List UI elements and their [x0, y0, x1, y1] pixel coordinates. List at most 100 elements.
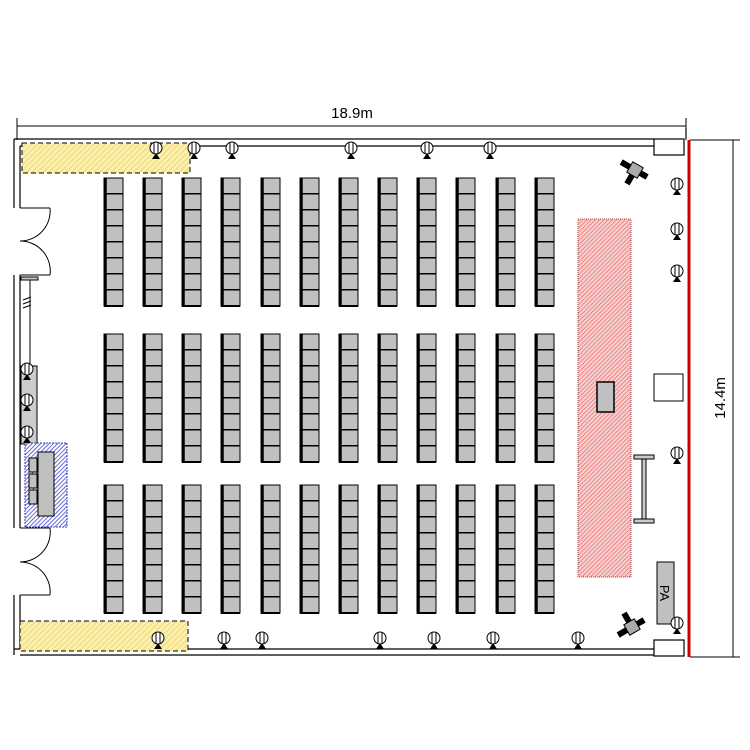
spotlight-icon [483, 141, 497, 159]
chair [495, 257, 516, 275]
chair [338, 209, 359, 227]
chair [299, 413, 320, 431]
width-dimension: 18.9m [16, 105, 687, 140]
chair [142, 429, 163, 447]
door-top[interactable] [19, 207, 51, 276]
chair [534, 289, 555, 307]
chair [220, 349, 241, 367]
chair [338, 241, 359, 259]
chair [416, 445, 437, 463]
chair [534, 500, 555, 518]
chair [416, 548, 437, 566]
chair [142, 413, 163, 431]
chair [181, 413, 202, 431]
chair [377, 209, 398, 227]
chair [416, 193, 437, 211]
chair [455, 580, 476, 598]
chair [299, 532, 320, 550]
camera-icon [616, 611, 646, 638]
chair [299, 484, 320, 502]
spotlight-icon [670, 222, 684, 240]
chair [103, 289, 124, 307]
chair [338, 349, 359, 367]
chair [103, 349, 124, 367]
chair [260, 257, 281, 275]
chair [299, 193, 320, 211]
chair [260, 413, 281, 431]
chair [455, 397, 476, 415]
chair [338, 596, 359, 614]
chair [534, 580, 555, 598]
chair [495, 429, 516, 447]
chair [220, 257, 241, 275]
chair [495, 193, 516, 211]
door-bottom[interactable] [19, 527, 51, 596]
chair [103, 564, 124, 582]
chair [416, 516, 437, 534]
chair [260, 241, 281, 259]
chair [103, 333, 124, 351]
chair [181, 596, 202, 614]
spotlight-icon [255, 631, 269, 649]
chair [299, 225, 320, 243]
chair [377, 225, 398, 243]
chair [455, 273, 476, 291]
chair [338, 381, 359, 399]
chair [338, 177, 359, 195]
chair [416, 381, 437, 399]
chair [103, 209, 124, 227]
chair [455, 381, 476, 399]
chair [416, 500, 437, 518]
chair [377, 349, 398, 367]
chair [220, 548, 241, 566]
chair [142, 500, 163, 518]
chair [495, 548, 516, 566]
chair [142, 365, 163, 383]
chair [377, 532, 398, 550]
chair [260, 381, 281, 399]
chair [181, 580, 202, 598]
chair [534, 209, 555, 227]
chair [181, 225, 202, 243]
chair [338, 413, 359, 431]
chair [377, 564, 398, 582]
chair [455, 289, 476, 307]
chair [299, 548, 320, 566]
screen-stand [633, 454, 655, 524]
chair [495, 241, 516, 259]
chair [220, 289, 241, 307]
spotlight-icon [187, 141, 201, 159]
chair [103, 596, 124, 614]
chair [260, 333, 281, 351]
chair [455, 365, 476, 383]
chair [220, 413, 241, 431]
chair [416, 397, 437, 415]
chair [220, 365, 241, 383]
chair [534, 365, 555, 383]
chair [416, 413, 437, 431]
chair [534, 225, 555, 243]
chair [220, 564, 241, 582]
width-label: 18.9m [331, 105, 373, 122]
stage-lights [20, 141, 684, 649]
chair [260, 289, 281, 307]
chair [416, 289, 437, 307]
chair [495, 580, 516, 598]
chair [220, 532, 241, 550]
chair [103, 257, 124, 275]
chair [220, 381, 241, 399]
chair [142, 548, 163, 566]
chair [103, 273, 124, 291]
chair [260, 580, 281, 598]
chair [181, 381, 202, 399]
chair [181, 397, 202, 415]
chair [377, 289, 398, 307]
chair [416, 532, 437, 550]
chair [377, 500, 398, 518]
chair [299, 273, 320, 291]
chair [455, 413, 476, 431]
chair [377, 548, 398, 566]
chair [220, 500, 241, 518]
spotlight-icon [670, 616, 684, 634]
chair [495, 349, 516, 367]
